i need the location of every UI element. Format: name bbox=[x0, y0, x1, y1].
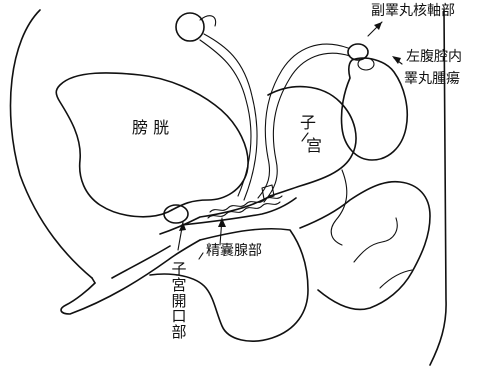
vesicle-label-mark bbox=[198, 252, 204, 260]
coiled-duct-2 bbox=[207, 201, 281, 219]
bowel-loop-3 bbox=[379, 269, 413, 289]
epididymis-body bbox=[357, 57, 375, 71]
duct-left-inner bbox=[199, 39, 252, 197]
body-wall-outline bbox=[9, 9, 93, 279]
pelvic-floor-outline bbox=[91, 277, 96, 284]
cervix-label: 子宮開口部 bbox=[171, 260, 187, 341]
tumor-label-line2: 睪丸腫瘍 bbox=[404, 71, 460, 87]
right-wall-outline bbox=[429, 9, 447, 366]
tumor-outline bbox=[340, 57, 409, 161]
epididymis-head bbox=[347, 43, 369, 61]
lower-tract-floor bbox=[181, 197, 297, 226]
uterus-label-line2: 宫 bbox=[306, 136, 323, 155]
lower-tract-wall bbox=[159, 195, 271, 235]
cervix-opening bbox=[163, 204, 189, 224]
tumor-arrow-head bbox=[392, 56, 401, 64]
phallus-outline bbox=[60, 239, 201, 315]
duct-right-inner bbox=[263, 52, 351, 203]
duct-right-outer bbox=[257, 43, 349, 199]
lower-back-contour bbox=[299, 180, 431, 311]
epididymis-label: 副睪丸核軸部 bbox=[371, 3, 455, 19]
uterus-label-mark bbox=[301, 132, 309, 142]
seminal-vesicle-label: 精囊腺部 bbox=[206, 243, 262, 259]
duct-left-outer bbox=[203, 33, 258, 201]
left-gonad-outline bbox=[175, 12, 205, 42]
vesicle-arrow-head bbox=[218, 218, 226, 227]
gonad-tail bbox=[199, 15, 217, 27]
tumor-label-line1: 左腹腔内 bbox=[406, 49, 462, 65]
uterus-outline bbox=[267, 85, 357, 197]
bladder-outline bbox=[55, 72, 249, 218]
bowel-loop-2 bbox=[353, 217, 398, 263]
uterus-label-line1: 子 bbox=[300, 113, 317, 132]
bladder-label: 膀 胱 bbox=[132, 118, 170, 137]
bowel-loop-1 bbox=[330, 169, 348, 246]
cervix-arrow-head bbox=[179, 222, 186, 231]
epididymis-arrow-head bbox=[374, 22, 382, 30]
scrotal-outline bbox=[149, 227, 309, 342]
phallus-lower-outline bbox=[111, 245, 171, 279]
junction-box bbox=[261, 184, 275, 200]
